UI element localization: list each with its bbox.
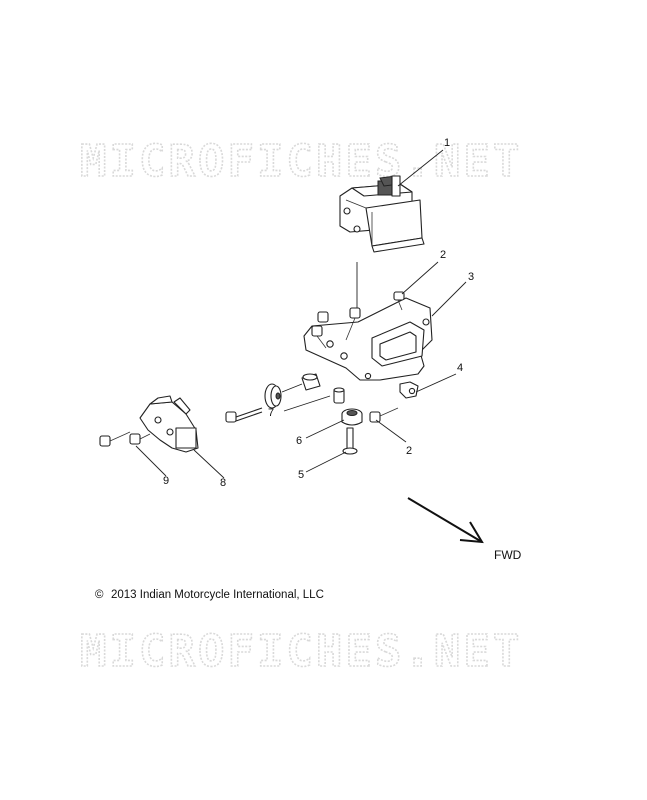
stud-5 [342, 427, 358, 455]
grommet-left [264, 383, 282, 409]
abs-module [339, 175, 425, 253]
grommet-6 [341, 408, 363, 426]
callout-2-lower: 2 [406, 445, 412, 457]
bolts-9 [99, 431, 151, 447]
bolt-upper [393, 291, 405, 311]
forward-arrow [407, 497, 484, 544]
lower-bracket [139, 395, 199, 453]
bolt-left [225, 407, 263, 423]
spacer-left [301, 373, 321, 391]
callout-4: 4 [457, 362, 463, 374]
bracket-nuts [311, 307, 361, 349]
bolt-lower [369, 407, 399, 423]
callout-9: 9 [163, 475, 169, 487]
leader-lines [135, 149, 467, 479]
bracket [303, 297, 433, 399]
callout-5: 5 [298, 469, 304, 481]
watermark-bottom: MICROFICHES.NET [80, 626, 522, 677]
grommet-spacer-line [281, 383, 303, 393]
callout-7: 7 [268, 407, 274, 419]
copyright-symbol: © [95, 589, 104, 601]
copyright-text: 2013 Indian Motorcycle International, LL… [111, 589, 324, 601]
callout-8: 8 [220, 477, 226, 489]
forward-label: FWD [494, 548, 522, 562]
callout-6: 6 [296, 435, 302, 447]
watermark-top: MICROFICHES.NET [80, 136, 522, 187]
spacer-7 [333, 387, 345, 404]
callout-3: 3 [468, 271, 474, 283]
callout-1: 1 [444, 137, 450, 149]
callout-2-upper: 2 [440, 249, 446, 261]
